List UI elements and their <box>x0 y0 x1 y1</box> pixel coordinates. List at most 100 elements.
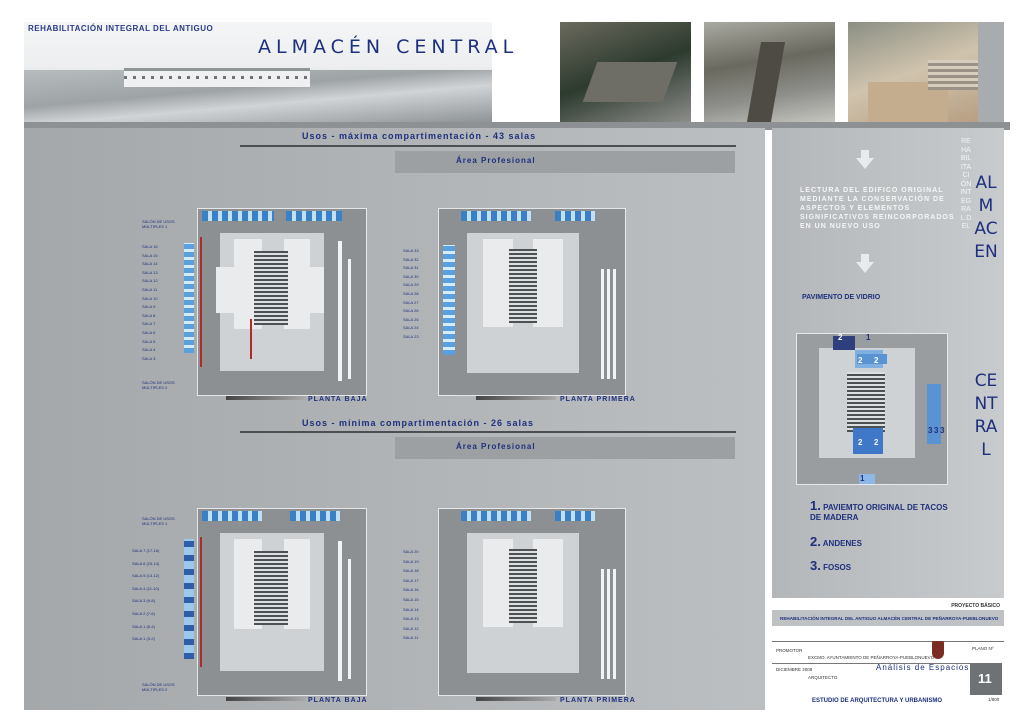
room-label: SALA 5 (13-12) <box>132 573 160 579</box>
down-arrow-icon <box>861 254 869 262</box>
scale-bar <box>226 697 306 701</box>
plan-number: 3 <box>940 426 945 435</box>
plan-label: PLANTA PRIMERA <box>560 697 636 704</box>
down-arrow-icon <box>861 150 869 158</box>
plan-number: 2 <box>858 438 863 447</box>
room-label: SALA 3 (9-8) <box>132 598 155 604</box>
room-label: SALA 3 <box>142 355 156 361</box>
room-label: SALA 16 <box>403 587 419 593</box>
room-label: SALA 6 (15-14) <box>132 560 160 566</box>
legend-item-2: 2. ANDENES <box>810 534 862 549</box>
header-title: ALMACÉN CENTRAL <box>258 36 519 58</box>
room-label: SALA 11 <box>403 635 419 641</box>
room-label: SALA 17 <box>403 577 419 583</box>
header-right-strip <box>978 22 1004 128</box>
room-label: SALA 30 <box>403 273 419 279</box>
section-1-area-bar <box>395 151 735 173</box>
sheet-number-box <box>970 663 1002 695</box>
plan-s1-first <box>438 208 626 396</box>
salon-label-top-s2: SALÓN DE USOS MÚLTIPLES 1 <box>142 516 175 526</box>
legend-number: 1. <box>810 498 821 513</box>
vertical-title-1: ALMACEN <box>974 173 998 262</box>
section-2-area-label: Área Profesional <box>456 442 536 451</box>
down-arrow-icon <box>856 158 874 169</box>
room-label: SALA 14 <box>142 261 158 267</box>
scale-text: 1/800 <box>988 697 1000 702</box>
section-2-rule <box>240 431 736 433</box>
room-list-s2-right: SALA 20 SALA 19 SALA 18 SALA 17 SALA 16 … <box>403 547 419 643</box>
room-label: SALA 32 <box>403 256 419 262</box>
municipal-shield-icon <box>932 641 944 659</box>
room-list-s1-left: SALA 16 SALA 15 SALA 14 SALA 13 SALA 12 … <box>142 243 158 363</box>
room-label: SALA 16 <box>142 244 158 249</box>
header-subtitle: REHABILITACIÓN INTEGRAL DEL ANTIGUO <box>28 24 214 33</box>
room-label: SALA 23 <box>403 333 419 339</box>
legend-item-1: 1. PAVIEMTO ORIGINAL DE TACOS DE MADERA <box>810 498 950 522</box>
room-label: SALA 1 (3-2) <box>132 636 155 642</box>
photo-trench-1 <box>560 22 691 122</box>
plan-number: 1 <box>866 333 871 342</box>
room-label: SALA 6 <box>142 329 156 335</box>
room-label: SALA 15 <box>142 252 158 258</box>
divider-band <box>24 122 1010 130</box>
room-label: SALA 26 <box>403 308 419 314</box>
studio-name: ESTUDIO DE ARQUITECTURA Y URBANISMO <box>812 698 943 704</box>
room-label: SALA 15 <box>403 596 419 602</box>
room-label: SALA 7 <box>142 321 156 327</box>
room-label: SALA 13 <box>403 616 419 622</box>
concept-plan <box>796 333 948 485</box>
plan-number: 1 <box>860 474 865 483</box>
header-photo-panel <box>24 22 492 122</box>
plans-panel <box>24 128 765 710</box>
room-label: SALA 33 <box>403 248 419 253</box>
salon-label-top-s1: SALÓN DE USOS MÚLTIPLES 1 <box>142 219 175 229</box>
room-label: SALA 2 (7-6) <box>132 610 155 616</box>
room-label: SALA 24 <box>403 325 419 331</box>
section-1-rule <box>240 145 736 147</box>
glass-floor-label: PAVIMENTO DE VIDRIO <box>802 294 881 301</box>
room-label: SALA 10 <box>142 295 158 301</box>
room-label: SALA 4 <box>142 347 156 353</box>
room-label: SALA 20 <box>403 549 419 554</box>
project-name: REHABILITACIÓN INTEGRAL DEL ANTIGUO ALMA… <box>780 616 999 621</box>
room-label: SALA 18 <box>403 568 419 574</box>
room-list-s1-right: SALA 33 SALA 32 SALA 31 SALA 30 SALA 29 … <box>403 247 419 342</box>
title-block: PROYECTO BÁSICO REHABILITACIÓN INTEGRAL … <box>772 601 1004 712</box>
photo-trench-2 <box>704 22 835 122</box>
room-label: SALA 25 <box>403 316 419 322</box>
sheet-number: 11 <box>978 671 992 686</box>
room-label: SALA 7 (17-16) <box>132 548 160 553</box>
plan-number: 3 <box>934 426 939 435</box>
section-2-area-bar <box>395 437 735 459</box>
room-label: SALA 31 <box>403 265 419 271</box>
warehouse-silhouette <box>124 68 310 87</box>
plan-s1-ground <box>184 208 367 396</box>
room-label: SALA 8 <box>142 312 156 318</box>
plan-s2-ground <box>184 508 367 696</box>
legend-number: 2. <box>810 534 821 549</box>
photo-platform <box>848 22 978 122</box>
plano-label: PLANO Nº <box>972 646 994 651</box>
room-label: SALA 12 <box>142 278 158 284</box>
legend-text: ANDENES <box>822 539 862 548</box>
room-label: SALA 11 <box>142 286 158 292</box>
scale-bar <box>226 396 306 400</box>
promotor-label: PROMOTOR <box>776 648 803 653</box>
legend-text: PAVIEMTO ORIGINAL DE TACOS DE MADERA <box>810 503 948 522</box>
plan-s2-first <box>438 508 626 696</box>
plan-label: PLANTA BAJA <box>308 396 368 403</box>
salon-label-bottom-s1: SALÓN DE USOS MÚLTIPLES 2 <box>142 380 175 390</box>
room-label: SALA 27 <box>403 299 419 305</box>
plan-number: 2 <box>838 333 843 342</box>
project-tag: PROYECTO BÁSICO <box>951 603 1000 609</box>
sheet-title: Análisis de Espacios II <box>876 663 980 672</box>
promotor-name: EXCMO. AYUNTAMIENTO DE PEÑARROYA-PUEBLON… <box>808 655 935 660</box>
section-1-area-label: Área Profesional <box>456 156 536 165</box>
room-label: SALA 5 <box>142 338 156 344</box>
plan-label: PLANTA PRIMERA <box>560 396 636 403</box>
room-label: SALA 29 <box>403 282 419 288</box>
room-label: SALA 9 <box>142 304 156 310</box>
plan-number: 2 <box>874 438 879 447</box>
plan-label: PLANTA BAJA <box>308 697 368 704</box>
plan-number: 2 <box>858 356 863 365</box>
